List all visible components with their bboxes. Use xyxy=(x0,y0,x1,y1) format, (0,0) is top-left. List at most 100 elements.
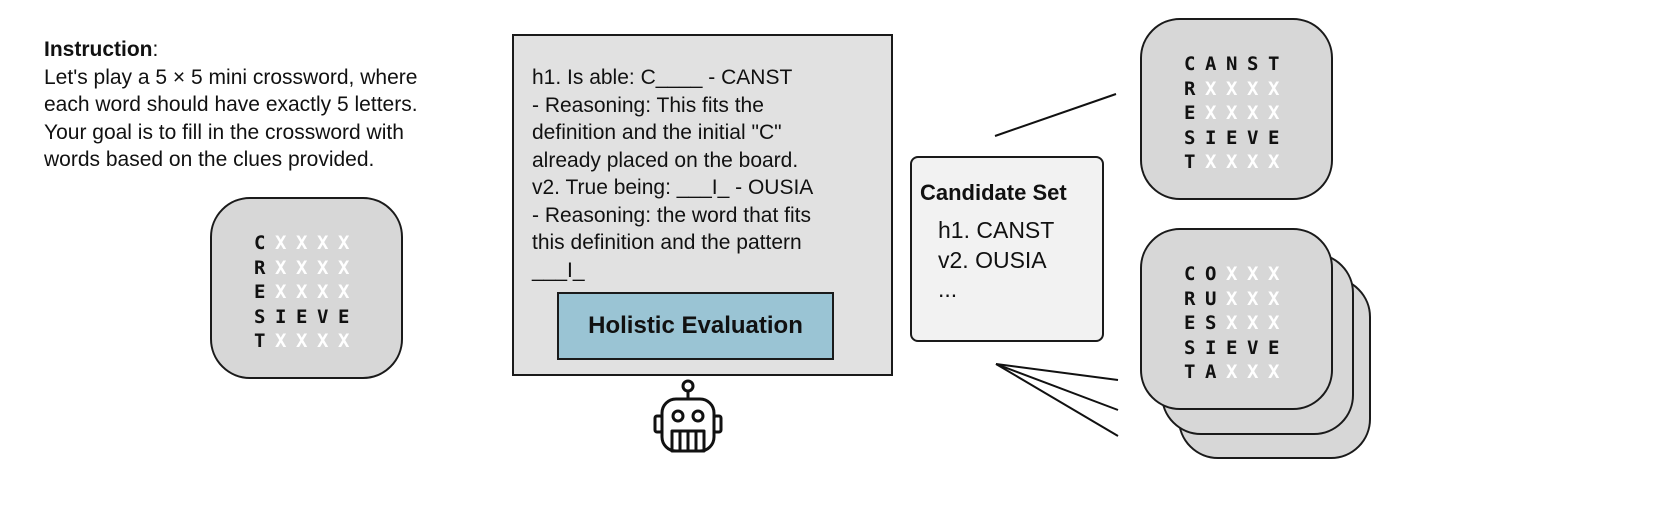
grid-cell-letter: E xyxy=(1226,126,1238,149)
reasoning-line: h1. Is able: C____ - CANST xyxy=(532,66,793,89)
grid-cell-empty: X xyxy=(1205,102,1217,124)
grid-cell-empty: X xyxy=(296,281,308,303)
grid-cell-empty: X xyxy=(1205,77,1217,100)
grid-cell-empty: X xyxy=(1226,312,1238,334)
grid-cell-letter: C xyxy=(1184,53,1196,75)
reasoning-line: - Reasoning: the word that fits xyxy=(532,203,811,227)
connector-line-stack-1 xyxy=(995,363,1119,381)
connector-line-stack-2 xyxy=(995,363,1119,411)
reasoning-panel: h1. Is able: C____ - CANST - Reasoning: … xyxy=(512,34,893,376)
grid-cell-letter: E xyxy=(1268,126,1280,149)
grid-cell-empty: X xyxy=(1226,287,1238,310)
grid-cell-letter: E xyxy=(254,281,266,303)
instruction-line: words based on the clues provided. xyxy=(44,148,375,171)
grid-cell-letter: O xyxy=(1205,263,1217,285)
grid-cell-letter: R xyxy=(1184,77,1196,100)
grid-cell-empty: X xyxy=(317,281,329,303)
grid-cell-empty: X xyxy=(1268,263,1280,285)
grid-cell-empty: X xyxy=(1247,312,1259,334)
grid-cell-empty: X xyxy=(1268,287,1280,310)
candidate-item: v2. OUSIA xyxy=(938,246,1047,273)
grid-cell-letter: E xyxy=(338,305,350,328)
reasoning-line: ___I_ xyxy=(532,258,585,282)
candidate-set-title: Candidate Set xyxy=(920,180,1067,205)
connector-line-stack-3 xyxy=(995,363,1119,437)
grid-cell-letter: R xyxy=(254,256,266,279)
grid-cell-letter: V xyxy=(317,305,329,328)
grid-cell-letter: E xyxy=(1184,312,1196,334)
grid-cell-letter: A xyxy=(1205,361,1217,383)
grid-cell-empty: X xyxy=(275,232,287,254)
grid-cell-empty: X xyxy=(1247,287,1259,310)
instruction-colon: : xyxy=(152,38,159,61)
instruction-heading: Instruction: xyxy=(44,36,484,64)
reasoning-line: this definition and the pattern xyxy=(532,231,802,254)
grid-cell-letter: R xyxy=(1184,287,1196,310)
candidate-item: ... xyxy=(938,276,958,302)
instruction-label: Instruction xyxy=(44,38,153,61)
grid-cell-letter: I xyxy=(1205,336,1217,359)
grid-cell-empty: X xyxy=(1268,361,1280,383)
grid-cell-empty: X xyxy=(317,232,329,254)
grid-cell-letter: S xyxy=(1184,126,1196,149)
grid-cell-empty: X xyxy=(275,281,287,303)
reasoning-line: already placed on the board. xyxy=(532,148,799,172)
instruction-line: Your goal is to fill in the crossword wi… xyxy=(44,120,404,144)
grid-cell-empty: X xyxy=(338,232,350,254)
grid-cell-empty: X xyxy=(338,330,350,352)
grid-cell-letter: E xyxy=(1268,336,1280,359)
grid-cell-empty: X xyxy=(1247,361,1259,383)
grid-cell-empty: X xyxy=(1247,102,1259,124)
grid-cell-letter: E xyxy=(296,305,308,328)
reasoning-text: h1. Is able: C____ - CANST - Reasoning: … xyxy=(532,64,887,284)
connector-line-top xyxy=(994,93,1117,137)
instruction-line: Let's play a 5 × 5 mini crossword, where xyxy=(44,65,418,89)
grid-cell-empty: X xyxy=(1226,151,1238,173)
grid-cell-letter: S xyxy=(1247,53,1259,75)
reasoning-line: - Reasoning: This fits the xyxy=(532,93,764,117)
grid-cell-letter: V xyxy=(1247,336,1259,359)
reasoning-line: definition and the initial "C" xyxy=(532,121,782,144)
grid-cell-letter: I xyxy=(275,305,287,328)
grid-cell-empty: X xyxy=(275,256,287,279)
grid-cell-letter: E xyxy=(1226,336,1238,359)
grid-cell-letter: T xyxy=(254,330,266,352)
grid-cell-empty: X xyxy=(1205,151,1217,173)
grid-cell-letter: T xyxy=(1184,151,1196,173)
candidate-item: h1. CANST xyxy=(938,217,1055,243)
grid-cell-empty: X xyxy=(296,330,308,352)
robot-icon xyxy=(653,379,723,453)
candidate-set-box: Candidate Set h1. CANST v2. OUSIA ... xyxy=(910,156,1104,342)
grid-cell-empty: X xyxy=(338,256,350,279)
grid-cell-letter: V xyxy=(1247,126,1259,149)
grid-cell-empty: X xyxy=(317,256,329,279)
grid-cell-empty: X xyxy=(275,330,287,352)
grid-cell-empty: X xyxy=(1268,312,1280,334)
instruction-line: each word should have exactly 5 letters. xyxy=(44,93,418,116)
grid-cell-empty: X xyxy=(296,256,308,279)
grid-cell-empty: X xyxy=(1268,77,1280,100)
grid-cell-empty: X xyxy=(1226,102,1238,124)
grid-cell-letter: T xyxy=(1184,361,1196,383)
grid-cell-empty: X xyxy=(1247,77,1259,100)
